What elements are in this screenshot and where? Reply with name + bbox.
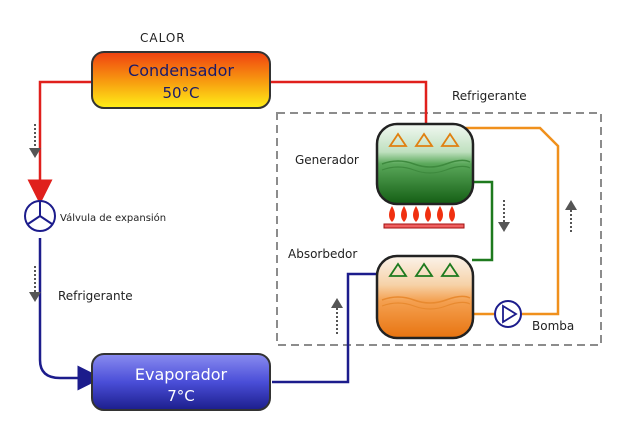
label-refrigerante-left: Refrigerante bbox=[58, 289, 133, 303]
flow-arrow-down-icon bbox=[29, 266, 41, 302]
generator-to-condenser-line bbox=[270, 80, 428, 128]
expansion-valve-icon bbox=[24, 200, 56, 232]
evaporador-temp: 7°C bbox=[167, 387, 195, 405]
label-calor: CALOR bbox=[140, 31, 186, 45]
pump-icon bbox=[494, 300, 522, 328]
label-bomba: Bomba bbox=[532, 319, 574, 333]
label-refrigerante-top: Refrigerante bbox=[452, 89, 527, 103]
flow-arrow-up-icon bbox=[331, 298, 343, 336]
flow-arrow-down-icon bbox=[498, 200, 510, 232]
evaporator-to-absorber-line bbox=[272, 272, 400, 384]
generator-to-absorber-line bbox=[472, 180, 494, 262]
condensador-name: Condensador bbox=[128, 61, 234, 80]
condensador-box bbox=[91, 51, 271, 109]
flow-arrow-down-icon bbox=[29, 124, 41, 158]
evaporador-box bbox=[91, 353, 271, 411]
absorbedor-liquid-wave bbox=[381, 295, 471, 304]
generador-spray-nozzles bbox=[388, 132, 460, 147]
condensador-temp: 50°C bbox=[162, 84, 199, 102]
hot-refrigerant-line bbox=[27, 80, 92, 205]
evaporador-name: Evaporador bbox=[135, 365, 228, 384]
label-valvula: Válvula de expansión bbox=[60, 212, 166, 224]
label-absorbedor: Absorbedor bbox=[288, 247, 357, 261]
burner-flames-icon bbox=[383, 206, 465, 229]
absorption-section-box bbox=[276, 112, 602, 346]
pump-to-generator-line bbox=[388, 126, 560, 316]
generador-liquid-wave bbox=[381, 159, 471, 168]
flow-arrow-up-icon bbox=[565, 200, 577, 234]
label-generador: Generador bbox=[295, 153, 359, 167]
absorbedor-spray-nozzles bbox=[388, 262, 460, 277]
generador-vessel bbox=[375, 122, 475, 206]
cold-refrigerant-line bbox=[38, 238, 103, 391]
